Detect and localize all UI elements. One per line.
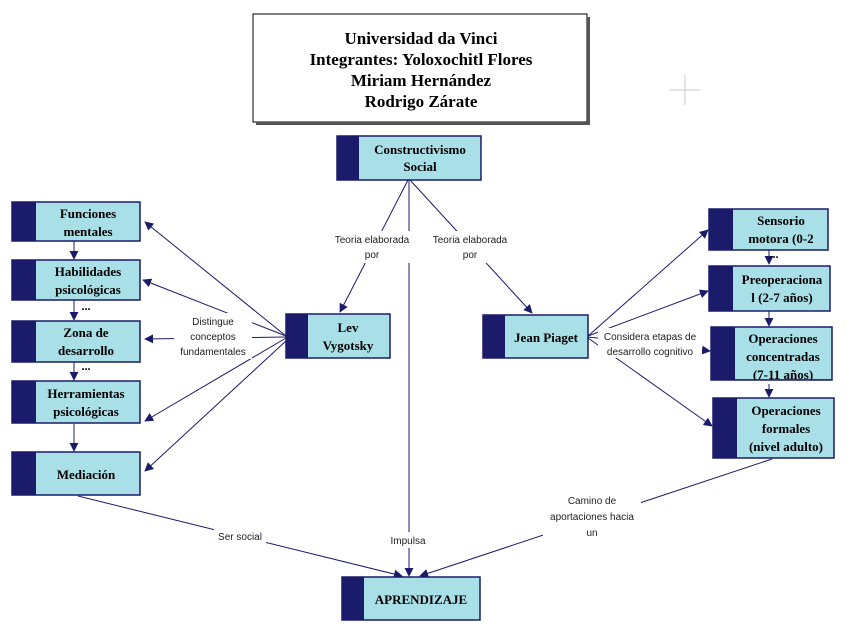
label-distingue-2: conceptos [190,332,236,343]
node-jean-piaget[interactable]: Jean Piaget [482,314,589,359]
label-considera-1: Considera etapas de [604,332,697,343]
node-preoperacional-line-2: l (2-7 años) [751,290,812,305]
edge-vygotsky-habilidades [142,278,287,337]
title-line-1: Universidad da Vinci [344,29,497,48]
node-piaget-line-1: Jean Piaget [514,330,579,345]
label-considera-2: desarrollo cognitivo [607,347,694,358]
node-herramientas-line-1: Herramientas [47,386,124,401]
node-sensorio-motora[interactable]: Sensorio motora (0-2 [708,208,829,251]
node-funciones-line-1: Funciones [60,206,116,221]
label-distingue-3: fundamentales [180,347,246,358]
node-vygotsky-line-1: Lev [338,320,359,335]
ellipsis-zona: ... [82,359,91,373]
edge-piaget-sensorio [587,229,709,337]
node-zona-de-desarrollo[interactable]: Zona de desarrollo [11,320,141,363]
title-box: Universidad da Vinci Integrantes: Yoloxo… [252,13,590,125]
node-lev-vygotsky[interactable]: Lev Vygotsky [285,313,391,359]
node-concretas-line-3: (7-11 años) [753,367,813,382]
node-constructivismo-line-2: Social [403,159,437,174]
connectors [69,179,774,579]
node-operaciones-formales[interactable]: Operaciones formales (nivel adulto) [712,397,835,459]
node-sensorio-line-1: Sensorio [757,213,805,228]
ellipsis-habilidades: ... [82,299,91,313]
node-zona-line-1: Zona de [63,325,108,340]
node-concretas-line-2: concentradas [746,349,820,364]
node-formales-line-3: (nivel adulto) [749,439,823,454]
title-line-3: Miriam Hernández [351,71,492,90]
node-funciones-mentales[interactable]: Funciones mentales [11,201,141,242]
node-preoperacional-line-1: Preoperaciona [742,272,823,287]
label-impulsa: Impulsa [390,536,425,547]
label-camino-2: aportaciones hacia [550,512,634,523]
node-habilidades-line-2: psicológicas [55,282,121,297]
node-vygotsky-line-2: Vygotsky [323,338,374,353]
node-mediacion-line-1: Mediación [57,467,116,482]
node-herramientas-line-2: psicológicas [53,404,119,419]
node-zona-line-2: desarrollo [58,343,114,358]
node-formales-line-2: formales [762,421,810,436]
node-preoperacional[interactable]: Preoperaciona l (2-7 años) [708,265,831,312]
crosshair-icon [670,75,700,105]
label-distingue-1: Distingue [192,317,234,328]
title-line-4: Rodrigo Zárate [365,92,478,111]
label-ser-social: Ser social [218,532,262,543]
title-line-2: Integrantes: Yoloxochitl Flores [310,50,533,69]
edge-vygotsky-funciones [144,221,287,337]
node-mediacion[interactable]: Mediación [11,451,141,496]
node-formales-line-1: Operaciones [751,403,820,418]
edge-vygotsky-mediacion [144,339,288,472]
node-constructivismo-line-1: Constructivismo [374,142,466,157]
node-sensorio-line-2: motora (0-2 [748,231,813,246]
nodes: Constructivismo Social Funciones mentale… [11,135,835,621]
node-operaciones-concentradas[interactable]: Operaciones concentradas (7-11 años) [710,326,833,384]
node-funciones-line-2: mentales [63,224,112,239]
label-camino-3: un [586,528,597,539]
edge-vygotsky-herramientas [144,337,287,422]
label-teoria-piaget-2: por [463,250,478,261]
node-aprendizaje[interactable]: APRENDIZAJE [341,576,481,621]
label-camino-1: Camino de [568,496,617,507]
node-constructivismo-social[interactable]: Constructivismo Social [336,135,482,181]
node-habilidades-psicologicas[interactable]: Habilidades psicológicas [11,259,141,301]
link-labels: Teoria elaborada por Teoria elaborada po… [174,231,702,548]
label-teoria-vygotsky-1: Teoria elaborada [335,235,410,246]
label-teoria-piaget-1: Teoria elaborada [433,235,508,246]
ellipsis-sensorio: ... [770,247,779,261]
node-concretas-line-1: Operaciones [748,331,817,346]
node-aprendizaje-line-1: APRENDIZAJE [375,592,467,607]
node-herramientas-psicologicas[interactable]: Herramientas psicológicas [11,380,141,424]
label-teoria-vygotsky-2: por [365,250,380,261]
node-habilidades-line-1: Habilidades [55,264,121,279]
